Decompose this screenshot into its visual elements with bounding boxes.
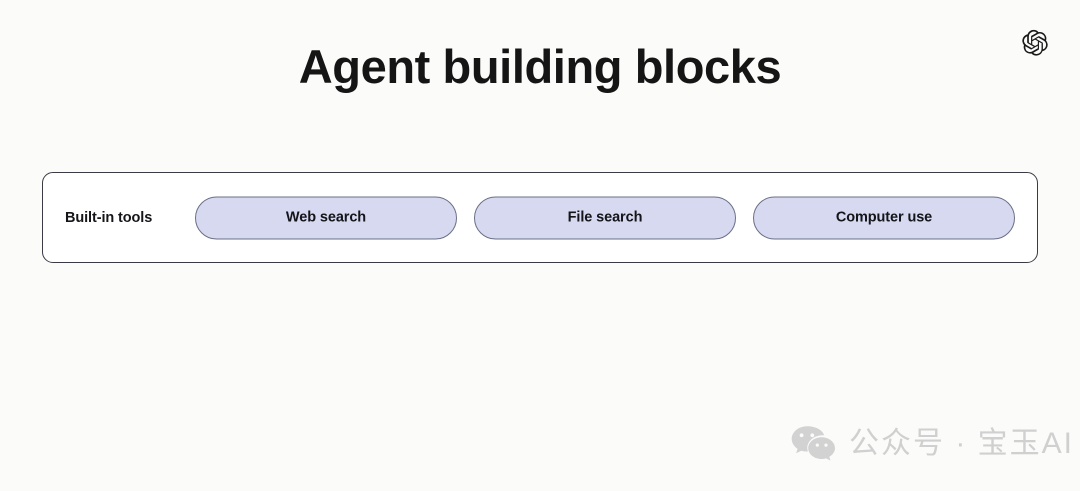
openai-logo-icon (1022, 29, 1050, 57)
pill-web-search[interactable]: Web search (195, 196, 457, 239)
page-title: Agent building blocks (298, 40, 782, 93)
pill-file-search-label: File search (567, 209, 643, 226)
watermark: 公众号 · 宝玉AI (790, 424, 1074, 464)
pill-computer-use[interactable]: Computer use (753, 196, 1015, 239)
built-in-tools-container: Built-in tools Web search File search Co… (42, 172, 1038, 263)
pill-file-search[interactable]: File search (474, 196, 736, 239)
built-in-tools-label: Built-in tools (65, 209, 153, 226)
watermark-text: 公众号 · 宝玉AI (849, 427, 1075, 460)
wechat-icon (790, 424, 836, 464)
tool-pill-list: Web search File search Computer use (195, 196, 1015, 239)
pill-web-search-label: Web search (285, 209, 367, 226)
pill-computer-use-label: Computer use (835, 209, 933, 226)
